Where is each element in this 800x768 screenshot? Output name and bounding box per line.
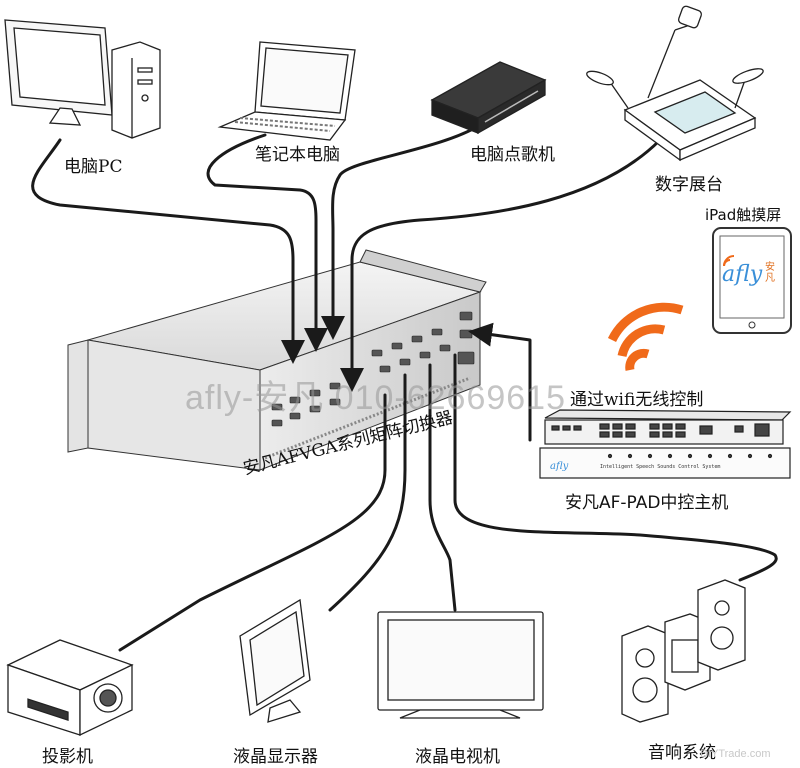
label-projector: 投影机: [42, 747, 93, 767]
label-ktv: 电脑点歌机: [470, 145, 555, 165]
projector-icon: [6, 639, 134, 737]
cable-projector: [118, 393, 387, 652]
laptop-icon: [217, 41, 356, 141]
cable-visualizer: [340, 138, 662, 392]
corner-watermark: DIYTrade.com: [700, 748, 771, 760]
ipad-wifi-mark: [723, 255, 735, 267]
matrix-switcher: [67, 249, 487, 471]
phone-watermark: afly-安凡 010-62669615: [185, 379, 567, 417]
label-controller: 安凡AF-PAD中控主机: [565, 493, 729, 513]
lcd-monitor-icon: [239, 598, 311, 723]
label-pc: 电脑PC: [64, 157, 123, 177]
cables: [31, 123, 778, 652]
label-lcd-tv: 液晶电视机: [415, 747, 500, 767]
wifi-signal-icon: [607, 302, 684, 371]
label-visualizer: 数字展台: [655, 175, 723, 195]
ktv-player-icon: [430, 61, 547, 135]
ipad-brand-logo: afly: [722, 262, 763, 287]
visualizer-icon: [586, 5, 764, 162]
controller-subtitle: Intelligent Speech Sounds Control System: [600, 464, 721, 470]
cable-lcd-tv: [428, 363, 457, 612]
cable-lcd-monitor: [328, 373, 407, 612]
label-ipad: iPad触摸屏: [705, 206, 782, 224]
cable-ktv: [321, 123, 482, 340]
pc-icon: [4, 19, 161, 139]
speaker-system-icon: [621, 579, 746, 723]
controller-brand: afly: [550, 461, 569, 472]
label-speakers: 音响系统: [648, 743, 716, 763]
label-wifi: 通过wifi无线控制: [570, 390, 704, 410]
cable-speakers: [453, 353, 778, 582]
cable-controller: [468, 322, 532, 442]
controller-icon: [539, 409, 792, 479]
label-laptop: 笔记本电脑: [255, 145, 340, 165]
cable-pc: [31, 138, 305, 364]
ipad-icon: [712, 227, 792, 334]
cable-laptop: [206, 133, 328, 352]
ipad-brand-cn: 安凡: [765, 262, 775, 284]
label-lcd-monitor: 液晶显示器: [233, 747, 318, 767]
lcd-tv-icon: [377, 611, 544, 719]
